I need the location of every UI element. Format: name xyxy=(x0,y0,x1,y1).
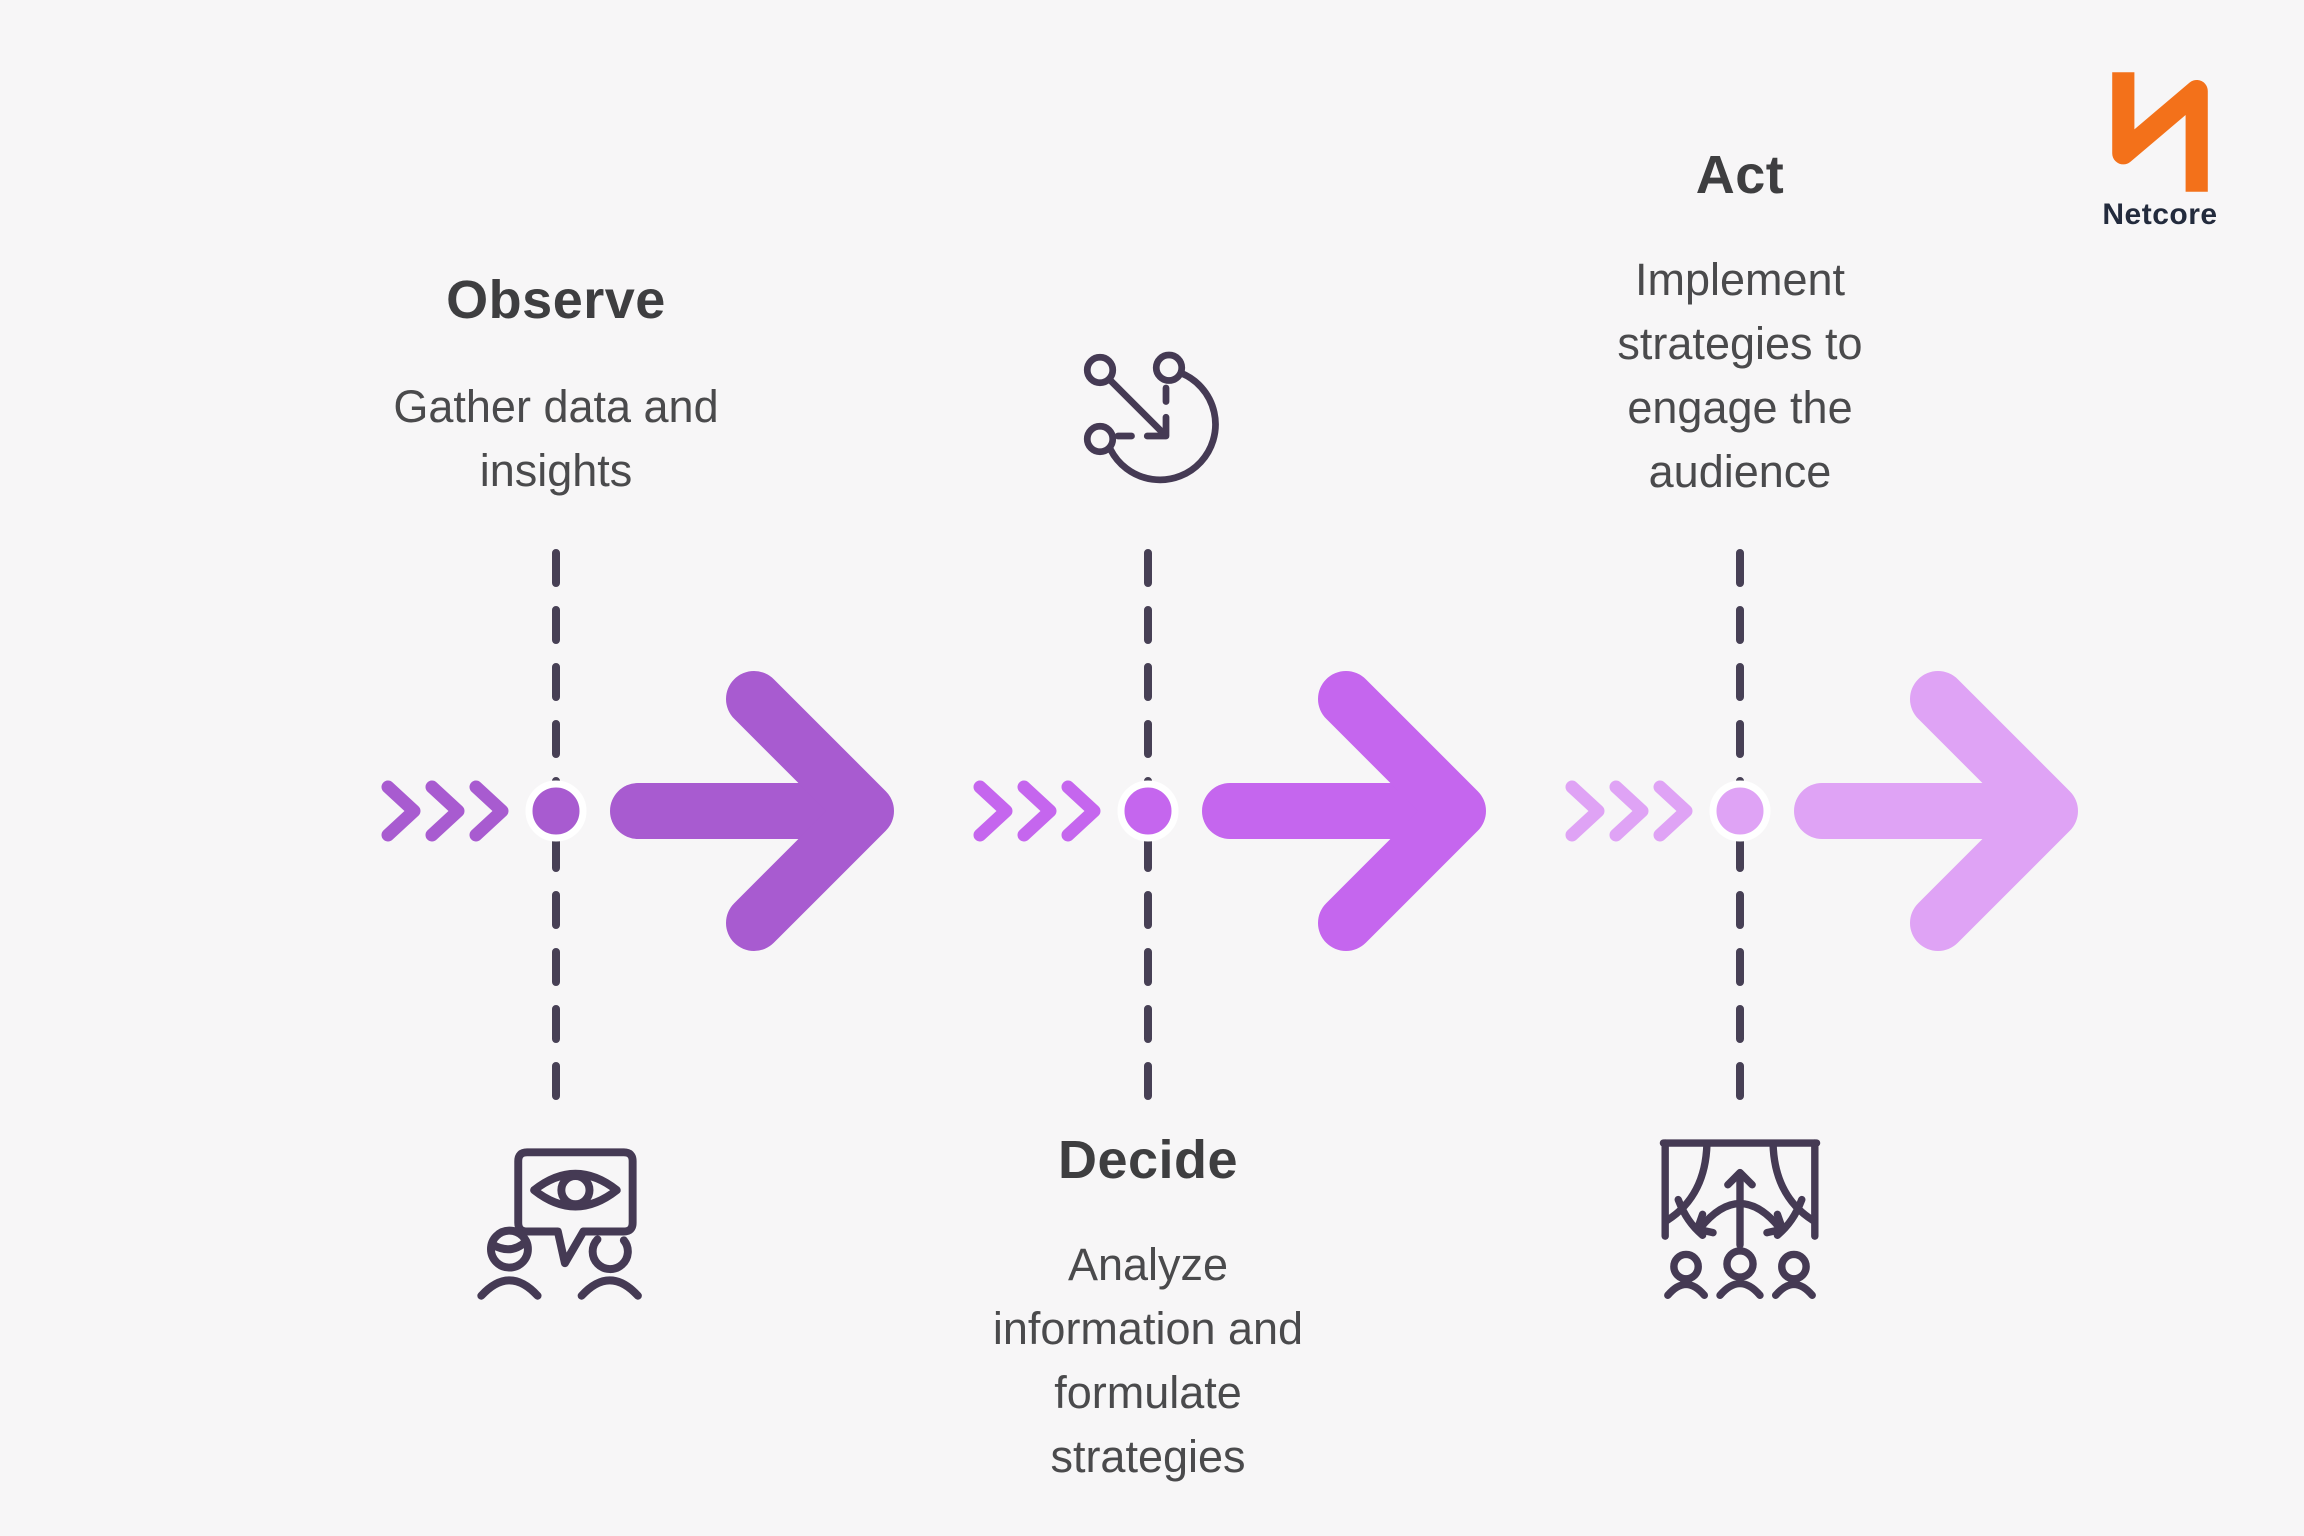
audience-right-shoulders xyxy=(1771,1280,1816,1299)
step-title-act: Act xyxy=(1695,145,1785,205)
strategy-arc-head-left xyxy=(1693,1210,1717,1237)
strategy-arrow-head xyxy=(1724,1168,1756,1189)
eye-iris xyxy=(557,1172,594,1209)
person-left-head xyxy=(487,1226,532,1272)
curtain-right xyxy=(1769,1140,1817,1225)
chevron-icon xyxy=(381,780,421,842)
stage-strategy-audience-icon xyxy=(1659,1139,1821,1299)
brand-wordmark: Netcore xyxy=(2102,198,2218,231)
audience-left-head xyxy=(1670,1250,1702,1283)
person-right-head xyxy=(588,1235,632,1274)
arrow-head-icon xyxy=(1318,671,1486,951)
chevron-icon xyxy=(973,780,1013,842)
strategy-arc-head-right xyxy=(1763,1210,1787,1237)
step-title-decide: Decide xyxy=(1057,1130,1239,1190)
node-bottom-left xyxy=(1083,422,1117,456)
chevron-icon xyxy=(1609,780,1649,842)
audience-center-head xyxy=(1723,1247,1757,1281)
timeline-dot xyxy=(1117,780,1179,842)
timeline-dot xyxy=(525,780,587,842)
eye-outline xyxy=(530,1169,621,1211)
chevron-icon xyxy=(1061,780,1101,842)
audience-left-shoulders xyxy=(1664,1280,1709,1299)
strategy-arc xyxy=(1696,1200,1784,1233)
person-right-shoulders xyxy=(577,1276,642,1300)
chevron-icon xyxy=(1565,780,1605,842)
brand-logo: Netcore xyxy=(2078,68,2242,232)
curtain-left xyxy=(1663,1140,1711,1225)
chevron-icon xyxy=(469,780,509,842)
diagonal-arrow-head xyxy=(1143,413,1170,440)
speech-bubble-shape xyxy=(514,1148,637,1268)
chevron-icon xyxy=(425,780,465,842)
node-top-left xyxy=(1083,353,1117,387)
decision-path-arrow-icon xyxy=(1083,351,1219,484)
chevron-icon xyxy=(1017,780,1057,842)
eye-speech-bubble-audience-icon xyxy=(477,1148,642,1300)
flow-arrow-group-observe xyxy=(381,671,894,951)
netcore-n-logo-icon xyxy=(2112,72,2208,192)
person-left-cap-line xyxy=(488,1237,531,1254)
chevron-icon xyxy=(1653,780,1693,842)
flow-arrow-group-act xyxy=(1565,671,2078,951)
diagonal-arrow-line xyxy=(1106,376,1166,436)
arrow-head-icon xyxy=(1910,671,2078,951)
flow-arrow-group-decide xyxy=(973,671,1486,951)
person-left-shoulders xyxy=(477,1276,542,1300)
node-top-right xyxy=(1152,351,1186,384)
audience-right-head xyxy=(1778,1250,1810,1283)
timeline-dot xyxy=(1709,780,1771,842)
step-title-observe: Observe xyxy=(446,270,666,330)
curved-path-arc xyxy=(1107,369,1219,484)
audience-center-shoulders xyxy=(1716,1279,1764,1299)
arrow-head-icon xyxy=(726,671,894,951)
